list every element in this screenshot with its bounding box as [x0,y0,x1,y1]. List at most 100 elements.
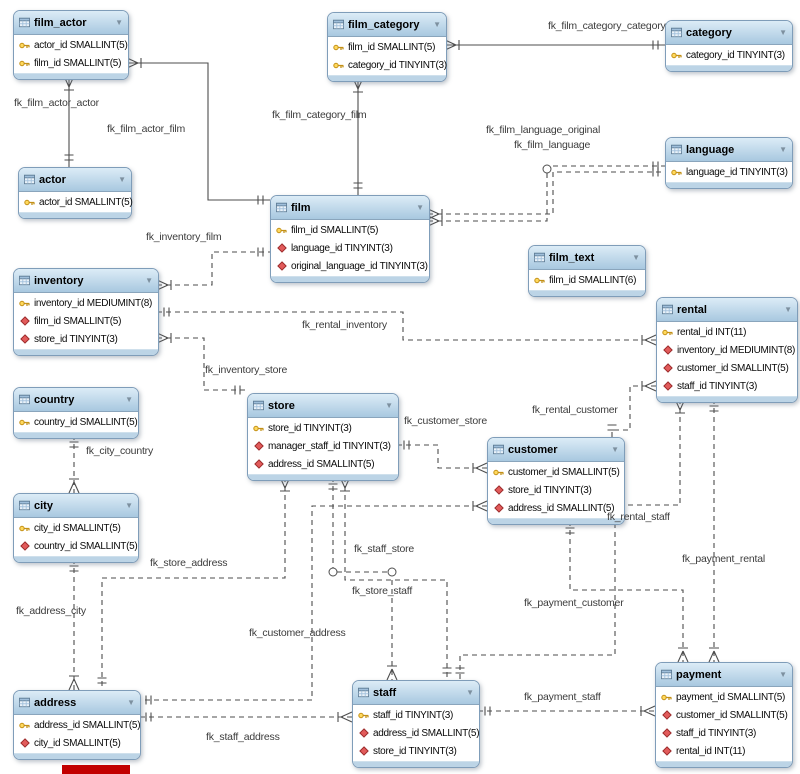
collapse-arrow-icon[interactable]: ▼ [779,144,787,154]
collapse-arrow-icon[interactable]: ▼ [385,400,393,410]
relationship-fk_rental_customer[interactable] [607,380,657,437]
column-row: film_id SMALLINT(5) [271,221,429,239]
table-header[interactable]: film▼ [271,196,429,220]
relationship-label[interactable]: fk_store_address [150,557,228,569]
relationship-fk_staff_address[interactable] [139,711,353,723]
table-address[interactable]: address▼address_id SMALLINT(5)city_id SM… [13,690,141,760]
relationship-label[interactable]: fk_film_actor_film [107,123,186,135]
table-film_actor[interactable]: film_actor▼actor_id SMALLINT(5)film_id S… [13,10,129,80]
relationship-fk_rental_inventory[interactable] [157,307,657,346]
red-marker-bar [62,765,130,774]
collapse-arrow-icon[interactable]: ▼ [416,202,424,212]
collapse-arrow-icon[interactable]: ▼ [115,17,123,27]
relationship-label[interactable]: fk_rental_staff [607,511,670,523]
relationship-label[interactable]: fk_staff_address [206,731,280,743]
collapse-arrow-icon[interactable]: ▼ [779,669,787,679]
collapse-arrow-icon[interactable]: ▼ [125,500,133,510]
relationship-label[interactable]: fk_film_language_original [486,124,601,136]
relationship-fk_film_actor_actor[interactable] [63,75,75,167]
collapse-arrow-icon[interactable]: ▼ [433,19,441,29]
table-header[interactable]: language▼ [666,138,792,162]
table-icon [661,669,672,680]
collapse-arrow-icon[interactable]: ▼ [784,304,792,314]
table-store[interactable]: store▼store_id TINYINT(3)manager_staff_i… [247,393,399,481]
relationship-label[interactable]: fk_payment_customer [524,597,624,609]
column-row: address_id SMALLINT(5) [488,499,624,517]
relationship-label[interactable]: fk_payment_rental [682,553,765,565]
table-inventory[interactable]: inventory▼inventory_id MEDIUMINT(8)film_… [13,268,159,356]
table-header[interactable]: country▼ [14,388,138,412]
relationship-fk_film_category_category[interactable] [444,39,665,51]
collapse-arrow-icon[interactable]: ▼ [127,697,135,707]
table-category[interactable]: category▼category_id TINYINT(3) [665,20,793,72]
collapse-arrow-icon[interactable]: ▼ [466,687,474,697]
relationship-label[interactable]: fk_inventory_store [205,364,288,376]
relationship-label[interactable]: fk_film_category_film [272,109,367,121]
key-icon [253,423,264,434]
relationship-label[interactable]: fk_inventory_film [146,231,222,243]
relationship-fk_store_staff[interactable] [339,476,452,680]
relationship-label[interactable]: fk_address_city [16,605,86,617]
column-text: inventory_id MEDIUMINT(8) [677,344,796,356]
table-staff[interactable]: staff▼staff_id TINYINT(3)address_id SMAL… [352,680,480,768]
relationship-label[interactable]: fk_customer_store [404,415,487,427]
table-header[interactable]: city▼ [14,494,138,518]
table-actor[interactable]: actor▼actor_id SMALLINT(5) [18,167,133,219]
relationship-fk_payment_rental[interactable] [708,399,720,663]
table-film_text[interactable]: film_text▼film_id SMALLINT(6) [528,245,646,297]
collapse-arrow-icon[interactable]: ▼ [125,394,133,404]
relationship-label[interactable]: fk_film_language [514,139,591,151]
column-text: store_id TINYINT(3) [373,745,457,757]
table-header[interactable]: film_actor▼ [14,11,128,35]
fk-icon [253,459,264,469]
table-film[interactable]: film▼film_id SMALLINT(5)language_id TINY… [270,195,430,283]
column-text: film_id SMALLINT(5) [34,315,122,327]
table-title: film_category [348,18,420,31]
collapse-arrow-icon[interactable]: ▼ [779,27,787,37]
table-city[interactable]: city▼city_id SMALLINT(5)country_id SMALL… [13,493,139,563]
table-customer[interactable]: customer▼customer_id SMALLINT(5)store_id… [487,437,625,525]
relationship-fk_payment_staff[interactable] [478,705,656,717]
table-country[interactable]: country▼country_id SMALLINT(5) [13,387,139,439]
table-header[interactable]: category▼ [666,21,792,45]
table-header[interactable]: store▼ [248,394,398,418]
table-header[interactable]: staff▼ [353,681,479,705]
relationship-label[interactable]: fk_rental_customer [532,404,618,416]
column-row: country_id SMALLINT(5) [14,537,138,555]
relationship-fk_payment_customer[interactable] [565,521,689,663]
relationship-fk_customer_address[interactable] [139,500,488,705]
relationship-fk_customer_store[interactable] [397,440,488,474]
relationship-label[interactable]: fk_film_category_category [548,20,666,32]
relationship-label[interactable]: fk_city_country [86,445,154,457]
relationship-fk_city_country[interactable] [68,435,80,494]
collapse-arrow-icon[interactable]: ▼ [611,444,619,454]
relationship-label[interactable]: fk_payment_staff [524,691,601,703]
table-header[interactable]: inventory▼ [14,269,158,293]
relationship-label[interactable]: fk_staff_store [354,543,415,555]
column-row: city_id SMALLINT(5) [14,519,138,537]
table-header[interactable]: customer▼ [488,438,624,462]
relationship-fk_inventory_film[interactable] [156,247,270,291]
relationship-label[interactable]: fk_rental_inventory [302,319,387,331]
table-film_category[interactable]: film_category▼film_id SMALLINT(5)categor… [327,12,447,82]
table-header[interactable]: rental▼ [657,298,797,322]
table-language[interactable]: language▼language_id TINYINT(3) [665,137,793,189]
collapse-arrow-icon[interactable]: ▼ [118,174,126,184]
table-payment[interactable]: payment▼payment_id SMALLINT(5)customer_i… [655,662,793,768]
table-header[interactable]: film_text▼ [529,246,645,270]
relationship-label[interactable]: fk_store_staff [352,585,413,597]
relationship-fk_address_city[interactable] [68,559,80,691]
table-header[interactable]: film_category ▼ [328,13,446,37]
relationship-label[interactable]: fk_film_actor_actor [14,97,99,109]
fk-icon [493,485,504,495]
relationship-fk_staff_store[interactable] [328,477,398,681]
relationship-label[interactable]: fk_customer_address [249,627,346,639]
collapse-arrow-icon[interactable]: ▼ [632,252,640,262]
table-header[interactable]: actor▼ [19,168,131,192]
collapse-arrow-icon[interactable]: ▼ [145,275,153,285]
relationship-fk_film_category_film[interactable] [352,77,364,195]
table-header[interactable]: payment▼ [656,663,792,687]
table-header[interactable]: address▼ [14,691,140,715]
table-rental[interactable]: rental▼rental_id INT(11)inventory_id MED… [656,297,798,403]
